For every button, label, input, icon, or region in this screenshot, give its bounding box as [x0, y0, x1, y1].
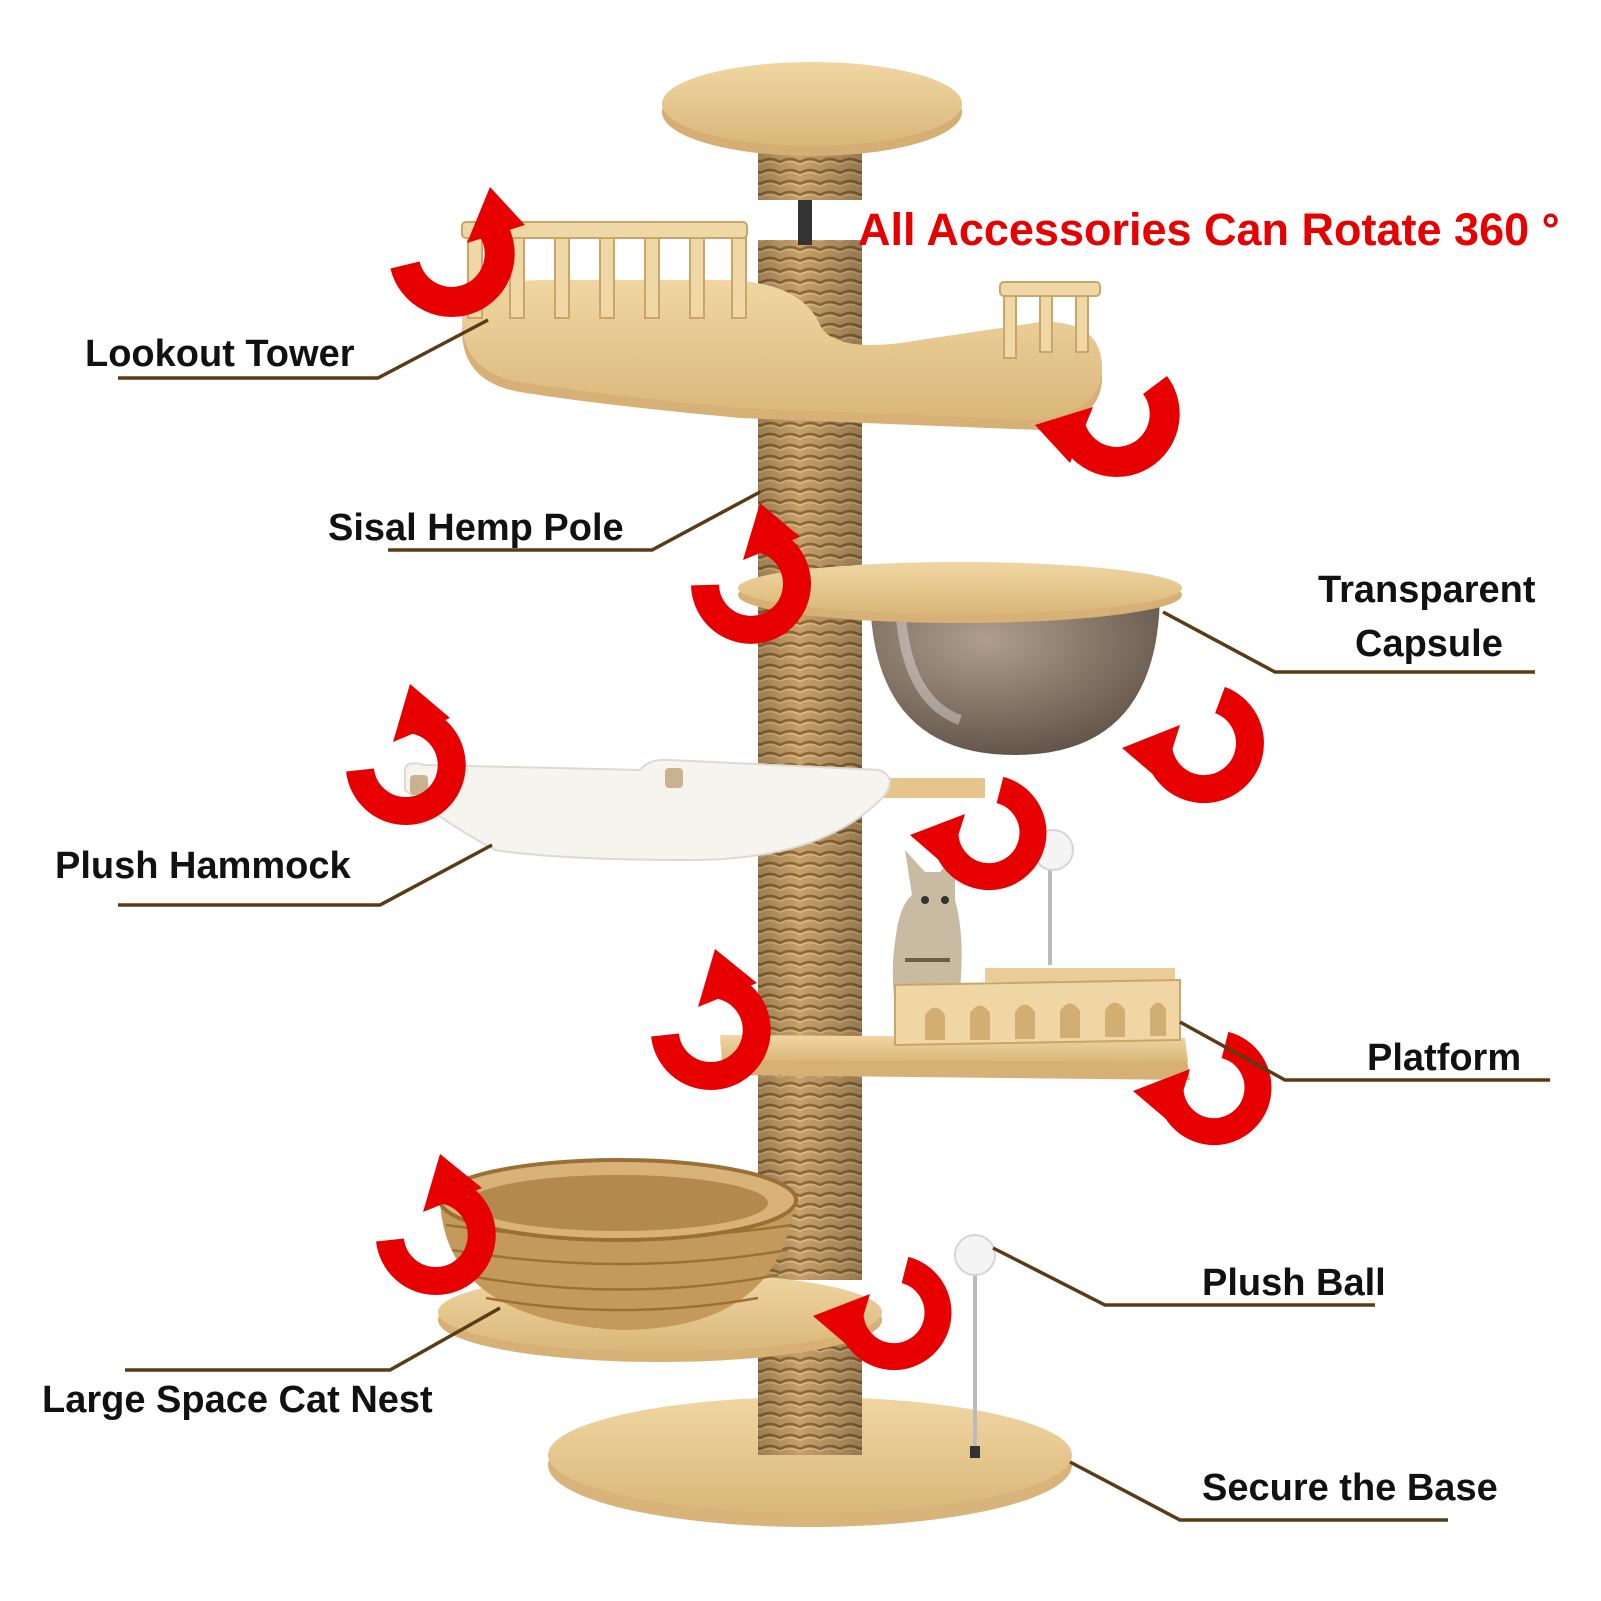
- large-space-cat-nest: [438, 1158, 882, 1362]
- cat-tree-illustration: [404, 62, 1190, 1527]
- rotate-arrow-icon: [1035, 375, 1180, 477]
- leader-lines: [118, 318, 1550, 1522]
- rotate-arrow-icon: [813, 1256, 952, 1371]
- headline-rotate: All Accessories Can Rotate 360 °: [858, 204, 1560, 255]
- rotate-arrow-icon: [376, 1154, 496, 1296]
- leader-large-space-cat-nest: [125, 1306, 501, 1372]
- label-lookout-tower: Lookout Tower: [85, 333, 355, 375]
- rotation-arrows: [346, 187, 1272, 1371]
- rotate-arrow-icon: [346, 684, 466, 826]
- label-sisal-hemp-pole: Sisal Hemp Pole: [328, 507, 624, 549]
- leader-transparent-capsule: [1162, 610, 1535, 674]
- leader-lookout-tower: [118, 318, 489, 380]
- rotate-arrow-icon: [651, 949, 771, 1091]
- label-large-space-cat-nest: Large Space Cat Nest: [42, 1379, 433, 1421]
- labels: All Accessories Can Rotate 360 ° Lookout…: [42, 204, 1560, 1509]
- label-transparent-capsule-line1: Transparent: [1318, 569, 1536, 611]
- top-perch-disc: [662, 62, 962, 156]
- platform-shelf: [720, 968, 1190, 1080]
- plush-ball-toy: [954, 1234, 996, 1458]
- label-platform: Platform: [1367, 1037, 1521, 1079]
- rotate-arrow-icon: [691, 503, 811, 644]
- leader-plush-ball: [992, 1246, 1375, 1307]
- label-plush-hammock: Plush Hammock: [55, 845, 352, 887]
- leader-plush-hammock: [118, 843, 493, 907]
- label-secure-the-base: Secure the Base: [1202, 1467, 1498, 1509]
- label-transparent-capsule-line2: Capsule: [1355, 623, 1503, 665]
- transparent-capsule: [738, 562, 1182, 755]
- rotate-arrow-icon: [1122, 686, 1264, 804]
- rotate-arrow-icon: [910, 776, 1047, 891]
- leader-platform: [1179, 1020, 1550, 1082]
- leader-sisal-hemp-pole: [388, 490, 761, 552]
- label-plush-ball: Plush Ball: [1202, 1262, 1386, 1304]
- plush-hammock: [404, 758, 985, 862]
- rotate-arrow-icon: [390, 187, 525, 317]
- leader-secure-the-base: [1069, 1460, 1448, 1522]
